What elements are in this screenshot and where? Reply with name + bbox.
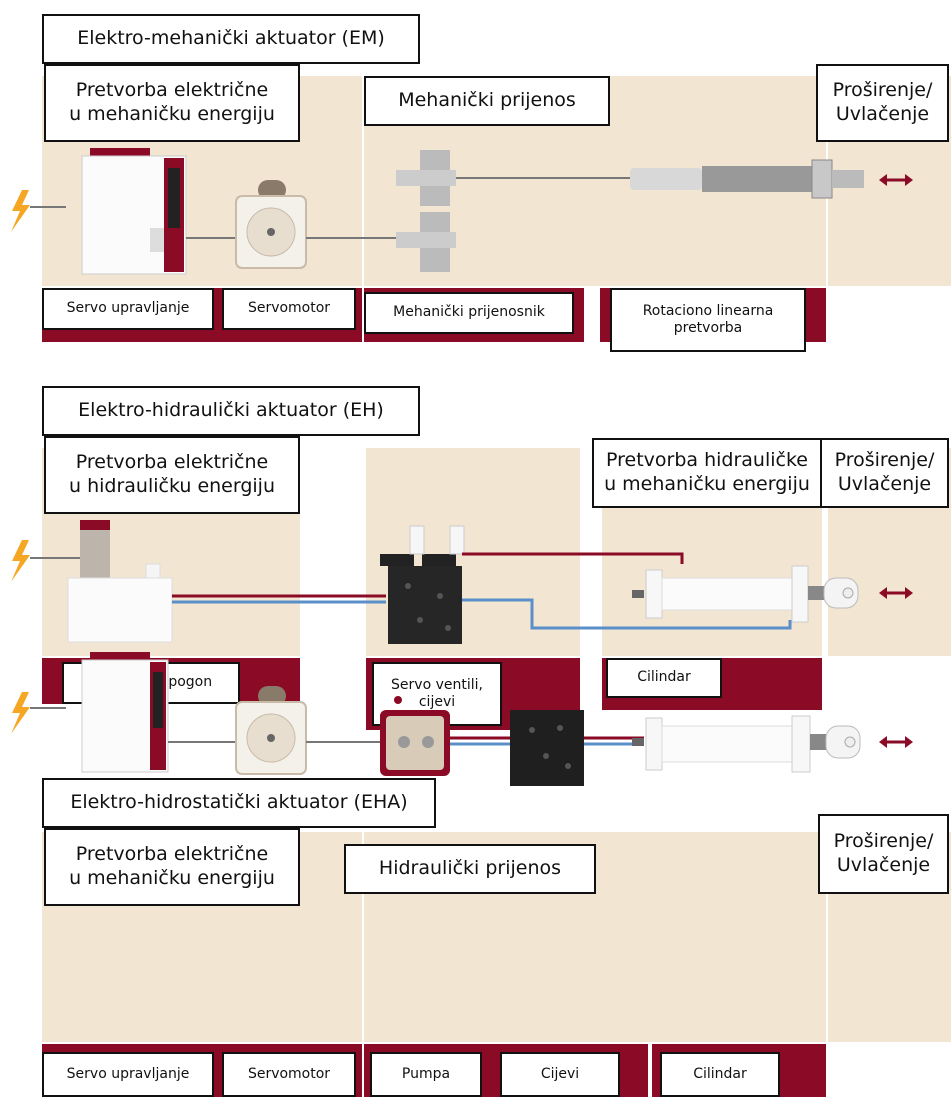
manifold-block <box>510 710 584 786</box>
eha-servomotor-label: Servomotor <box>222 1052 356 1097</box>
em-rot-lin-label: Rotaciono linearna pretvorba <box>610 288 806 352</box>
eha-transmission-label: Hidraulički prijenos <box>344 844 596 894</box>
eh-hyd-to-mech-label: Pretvorba hidrauličke u mehaničku energi… <box>592 438 822 508</box>
lightning-icon <box>11 190 30 232</box>
eh-conversion-label: Pretvorba električne u hidrauličku energ… <box>44 436 300 514</box>
em-title: Elektro-mehanički aktuator (EM) <box>42 14 420 64</box>
servomotor-unit <box>235 180 307 269</box>
hydraulic-cylinder <box>632 715 861 773</box>
eh-cylinder-label: Cilindar <box>606 658 722 698</box>
screw-actuator <box>630 159 864 199</box>
double-arrow-icon <box>879 736 913 748</box>
hydraulic-cylinder <box>632 565 859 623</box>
em-servo-control-label: Servo upravljanje <box>42 288 214 330</box>
hydraulic-power-unit <box>67 520 173 643</box>
servo-drive-unit <box>81 148 187 275</box>
servo-drive-unit <box>81 652 169 773</box>
eh-title: Elektro-hidraulički aktuator (EH) <box>42 386 420 436</box>
eha-extend-label: Proširenje/ Uvlačenje <box>818 814 949 894</box>
double-arrow-icon <box>879 174 913 186</box>
em-conversion-label: Pretvorba električne u mehaničku energij… <box>44 64 300 142</box>
em-illustration <box>11 148 913 275</box>
eh-extend-label: Proširenje/ Uvlačenje <box>820 438 949 508</box>
eha-title: Elektro-hidrostatički aktuator (EHA) <box>42 778 436 828</box>
em-servomotor-label: Servomotor <box>222 288 356 330</box>
servo-valve-block <box>380 525 465 644</box>
lightning-icon <box>11 692 30 734</box>
eh-illustration <box>11 520 913 644</box>
em-extend-label: Proširenje/ Uvlačenje <box>816 64 949 142</box>
eha-conversion-label: Pretvorba električne u mehaničku energij… <box>44 828 300 906</box>
em-gearbox-label: Mehanički prijenosnik <box>364 292 574 334</box>
eha-servo-control-label: Servo upravljanje <box>42 1052 214 1097</box>
em-transmission-label: Mehanički prijenos <box>364 76 610 126</box>
servomotor-unit <box>235 686 307 775</box>
pump-unit <box>380 696 450 776</box>
eha-pump-label: Pumpa <box>370 1052 482 1097</box>
eha-pipes-label: Cijevi <box>500 1052 620 1097</box>
double-arrow-icon <box>879 587 913 599</box>
lightning-icon <box>11 540 30 582</box>
gear-icon <box>396 150 456 272</box>
eha-cylinder-label: Cilindar <box>660 1052 780 1097</box>
